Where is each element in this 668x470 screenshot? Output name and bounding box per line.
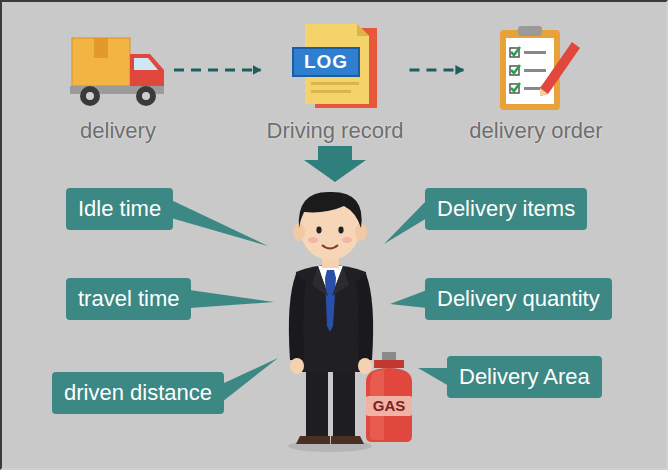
man-figure	[288, 192, 373, 452]
gas-label: GAS	[366, 396, 412, 416]
callout-text: Idle time	[78, 196, 161, 222]
icon-node: LOG Driving record	[267, 24, 404, 144]
icon-graphic	[68, 24, 168, 112]
icon-node: delivery order	[469, 24, 602, 144]
icon-caption: delivery	[80, 118, 156, 144]
dashed-arrow	[174, 69, 261, 72]
callout-box: Delivery quantity	[425, 278, 612, 320]
callout-tail	[222, 358, 278, 402]
icon-caption: Driving record	[267, 118, 404, 144]
icon-graphic	[486, 24, 586, 112]
callout-text: Delivery items	[437, 196, 575, 222]
callout-tail	[171, 200, 268, 246]
callout-text: travel time	[78, 286, 179, 312]
callout-box: Idle time	[66, 188, 173, 230]
dashed-arrow	[409, 69, 463, 72]
icon-graphic: LOG	[285, 24, 385, 112]
callout-box: Delivery items	[425, 188, 587, 230]
callout-box: travel time	[66, 278, 191, 320]
icon-caption: delivery order	[469, 118, 602, 144]
callout-text: driven distance	[64, 380, 212, 406]
callout-box: Delivery Area	[447, 356, 602, 398]
callout-tail	[384, 200, 427, 244]
icon-node: delivery	[68, 24, 168, 144]
log-label: LOG	[295, 50, 357, 74]
callout-tail	[189, 290, 274, 308]
callout-text: Delivery Area	[459, 364, 590, 390]
down-arrow	[304, 146, 366, 182]
callout-text: Delivery quantity	[437, 286, 600, 312]
callout-box: driven distance	[52, 372, 224, 414]
callout-tail	[390, 290, 427, 308]
callout-tail	[418, 368, 449, 386]
gas-cylinder: GAS	[360, 352, 418, 444]
